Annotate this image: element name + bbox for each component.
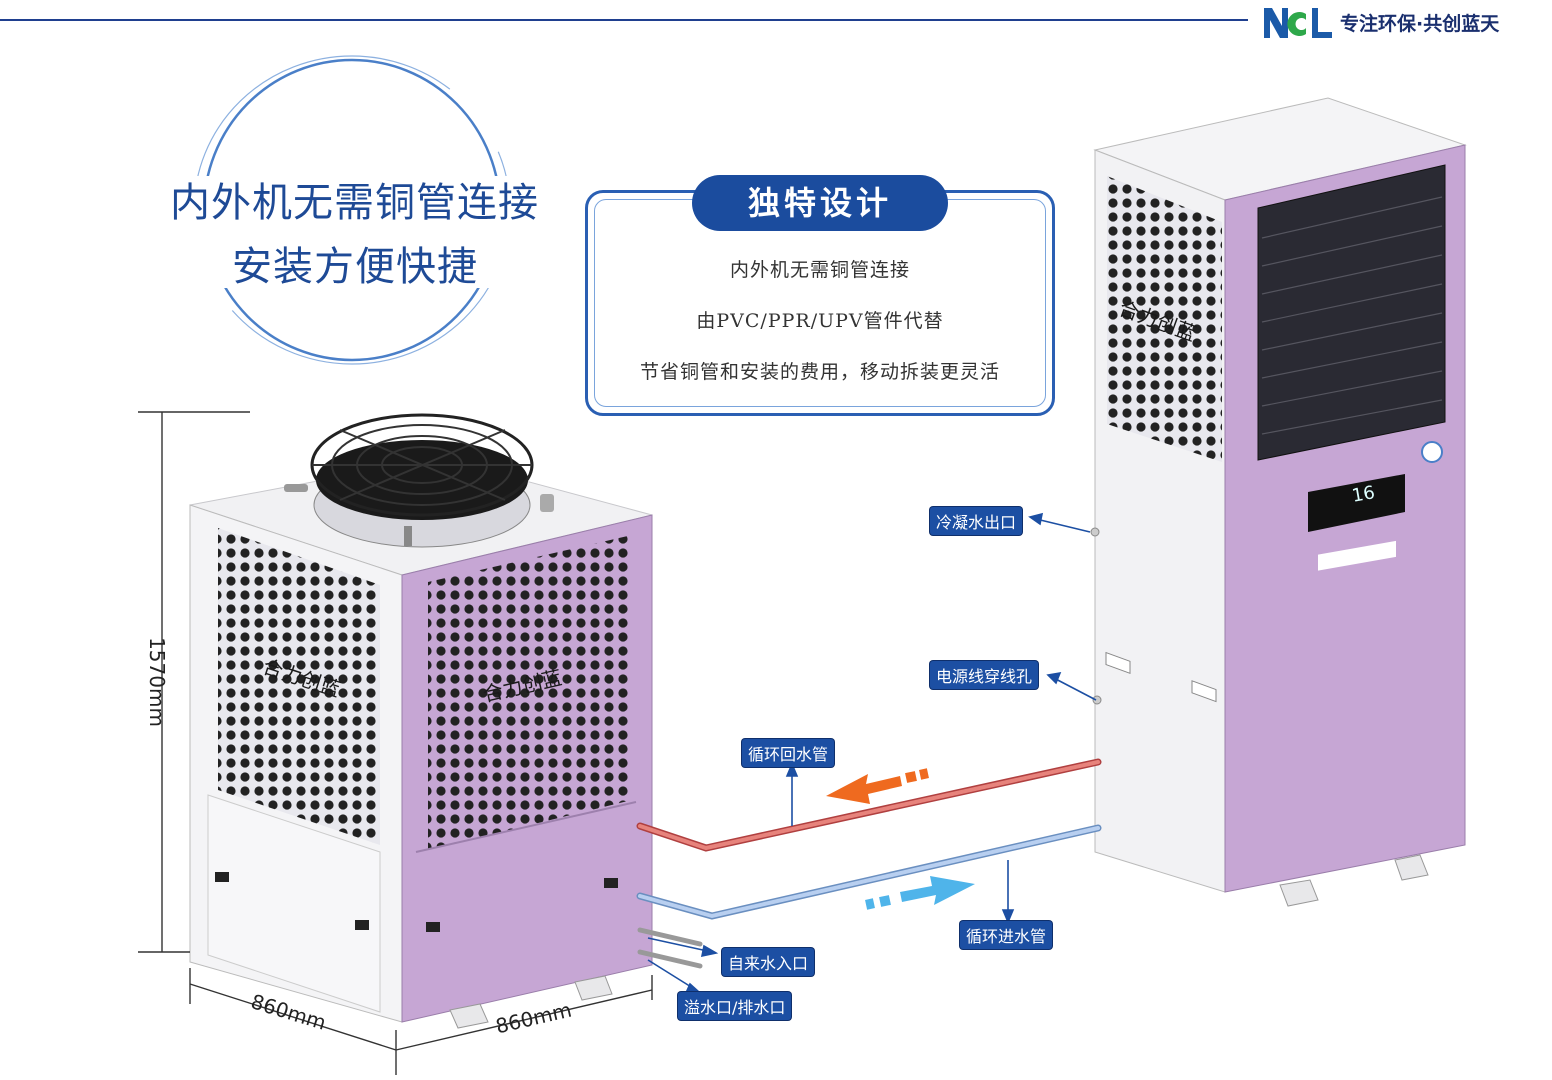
headline-ring [150,55,560,365]
callout-inlet-pipe: 循环进水管 [960,921,1053,949]
feature-line-3: 节省铜管和安装的费用，移动拆装更灵活 [639,361,1000,383]
dimension-lines [138,411,653,1075]
pipes [636,758,1102,969]
callout-tap-inlet: 自来水入口 [722,948,815,976]
outdoor-unit [189,413,653,1029]
feature-line-1: 内外机无需铜管连接 [729,259,910,281]
indoor-unit [1090,97,1467,907]
callout-condensate-outlet: 冷凝水出口 [930,507,1023,535]
flow-arrow-hot [826,768,929,804]
flow-arrow-cold [865,876,975,910]
headline-line1: 内外机无需铜管连接 [170,180,539,226]
callout-overflow-drain: 溢水口/排水口 [678,992,792,1020]
slogan: 专注环保·共创蓝天 [1340,13,1500,35]
display-reading: 16 [1350,482,1377,507]
feature-title: 独特设计 [692,175,948,231]
dimension-height: 1570mm [144,637,169,727]
header-rule [0,19,1248,21]
feature-line-2: 由PVC/PPR/UPV管件代替 [696,310,944,332]
callout-return-pipe: 循环回水管 [742,739,835,767]
leader-lines [647,512,1097,994]
ncl-logo [1262,6,1334,40]
callout-cable-hole: 电源线穿线孔 [930,661,1039,689]
headline-line2: 安装方便快捷 [232,244,478,290]
